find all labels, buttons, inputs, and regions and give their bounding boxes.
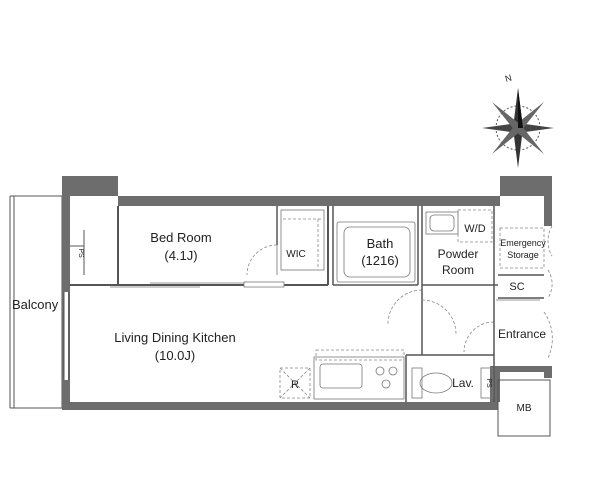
doors [246, 225, 553, 359]
wd-label: W/D [464, 223, 485, 235]
kitchen-counter [313, 349, 405, 400]
ps-right-label: PS [485, 378, 492, 388]
toilet-icon [411, 367, 453, 399]
interior-walls [70, 206, 544, 402]
refrigerator-label: R [291, 379, 299, 391]
ldk-name: Living Dining Kitchen [114, 330, 235, 345]
emergency-storage-area [499, 227, 545, 269]
wic-closet [280, 209, 325, 271]
ldk-size: (10.0J) [155, 348, 195, 363]
bath-size: (1216) [361, 253, 399, 268]
powder-room-line1: Powder [438, 247, 479, 261]
balcony-label: Balcony [12, 297, 59, 312]
meter-box [497, 379, 551, 437]
washer-dryer-area [457, 209, 493, 243]
bedroom-name: Bed Room [150, 230, 211, 245]
bedroom-size: (4.1J) [164, 248, 197, 263]
window-balcony [63, 292, 70, 380]
refrigerator-area [279, 367, 311, 399]
compass-north-label: N [504, 73, 513, 84]
ps-left-label: PS [77, 248, 84, 258]
compass-rose-icon [482, 88, 554, 168]
powder-room-line2: Room [442, 263, 474, 277]
wic-label: WIC [286, 249, 305, 260]
exterior-walls [62, 176, 552, 410]
sliding-door-bedroom [110, 281, 285, 288]
emergency-storage-line2: Storage [507, 250, 539, 260]
entrance-label: Entrance [498, 327, 546, 341]
lav-label: Lav. [452, 376, 474, 390]
pipe-space-right [480, 367, 494, 399]
emergency-storage-line1: Emergency [500, 238, 546, 248]
mb-label: MB [517, 403, 532, 414]
bath-name: Bath [367, 236, 394, 251]
washbasin-icon [425, 211, 459, 235]
sc-label: SC [509, 281, 524, 293]
bathtub-icon [336, 221, 416, 283]
